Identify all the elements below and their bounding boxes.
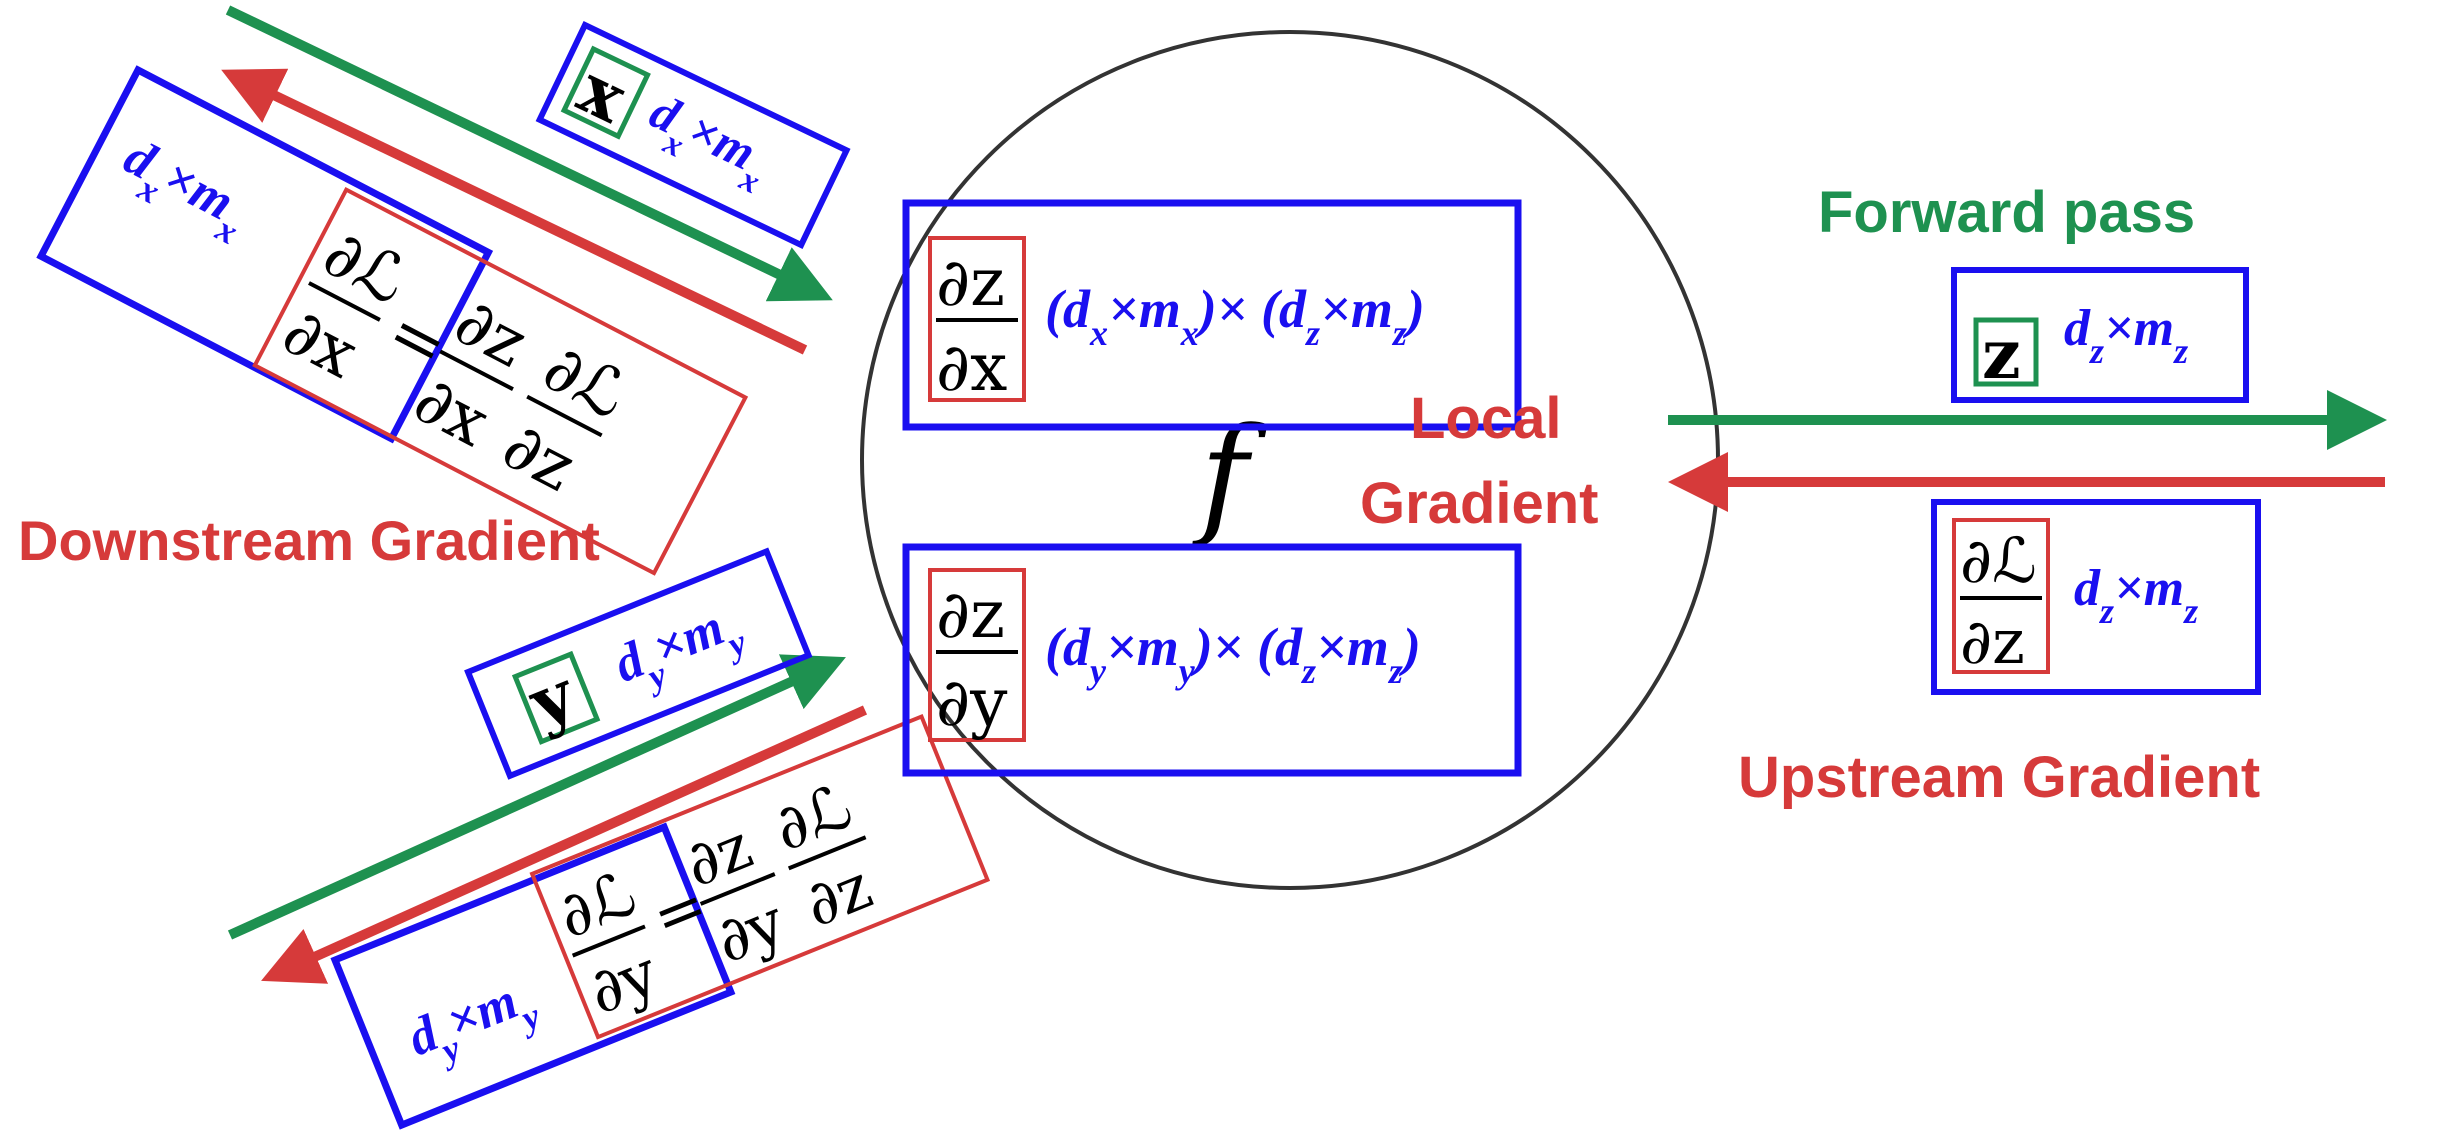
dim-z-m-sub: z [2172,331,2188,371]
downstream-gradient-x-box [36,65,494,444]
downstream-gradient-label: Downstream Gradient [18,509,600,572]
input-symbol-box-y [511,650,601,745]
downstream-gradient-y-box [330,822,736,1130]
forward-arrow-x [225,5,833,302]
upstream-dim-d-sub: z [2098,591,2114,631]
local-gradient-y-partial-box [928,568,1026,742]
local-gradient-y: ∂z ∂y (dy×my)× (dz×mz) [902,543,1522,777]
svg-text:dy×my: dy×my [400,966,546,1080]
function-node-circle [860,30,1720,890]
upstream-dim-m: m [2144,560,2184,617]
backward-arrow-y [261,705,868,984]
svg-text:dx×mx: dx×mx [109,128,259,252]
svg-text:∂x: ∂x [936,329,1007,406]
svg-text:∂ℒ: ∂ℒ [1960,524,2037,597]
function-label: f [1192,399,1268,551]
svg-text:dx×mx: dx×mx [635,83,780,202]
downstream-gradient-y: dy×my ∂ℒ ∂y = ∂z ∂y ∂ℒ ∂z [330,713,991,1130]
svg-text:∂z: ∂z [936,244,1005,321]
svg-text:dz×mz: dz×mz [2074,560,2198,631]
upstream-gradient-label: Upstream Gradient [1738,745,2260,810]
input-symbol-x: x [566,49,638,139]
input-box-y: y dy×my [464,547,813,780]
upstream-gradient-box: ∂ℒ ∂z dz×mz [1931,499,2261,695]
svg-text:∂z: ∂z [443,282,540,382]
local-gradient-label-line2: Gradient [1360,471,1599,536]
downstream-gradient-x: dx×mx ∂ℒ ∂x = ∂z ∂x ∂ℒ ∂z [36,65,749,576]
dim-z-times: × [2104,300,2134,357]
svg-text:dz×mz: dz×mz [2064,300,2188,371]
local-gradient-x-partial-box [928,236,1026,402]
svg-text:∂z: ∂z [1960,605,2025,678]
forward-arrow-y [227,654,846,940]
input-box-x: x dx×mx [535,20,851,249]
svg-text:∂y: ∂y [936,664,1008,741]
downstream-x-formula-box [252,186,749,576]
upstream-dim-m-sub: z [2182,591,2198,631]
local-gradient-label-line1: Local [1410,386,1562,451]
input-symbol-box-x [560,45,651,140]
output-box-z: z dz×mz [1951,267,2249,403]
forward-pass-label: Forward pass [1818,180,2195,245]
backward-arrow-x [221,68,808,355]
dim-z-d: d [2064,300,2091,357]
upstream-gradient-partial-box [1952,518,2050,674]
svg-text:∂ℒ: ∂ℒ [763,769,861,865]
svg-text:(dy×my)× (dz×mz): (dy×my)× (dz×mz) [1045,617,1421,691]
output-symbol-box-z [1973,317,2039,387]
upstream-dim-times: × [2114,560,2144,617]
downstream-y-formula-box [529,713,991,1040]
dim-z-d-sub: z [2088,331,2104,371]
svg-text:∂z: ∂z [936,576,1005,653]
dim-z-m: m [2134,300,2174,357]
output-symbol-z: z [1982,315,2021,395]
svg-text:(dx×mx)× (dz×mz): (dx×mx)× (dz×mz) [1045,279,1425,353]
upstream-dim-d: d [2074,560,2101,617]
